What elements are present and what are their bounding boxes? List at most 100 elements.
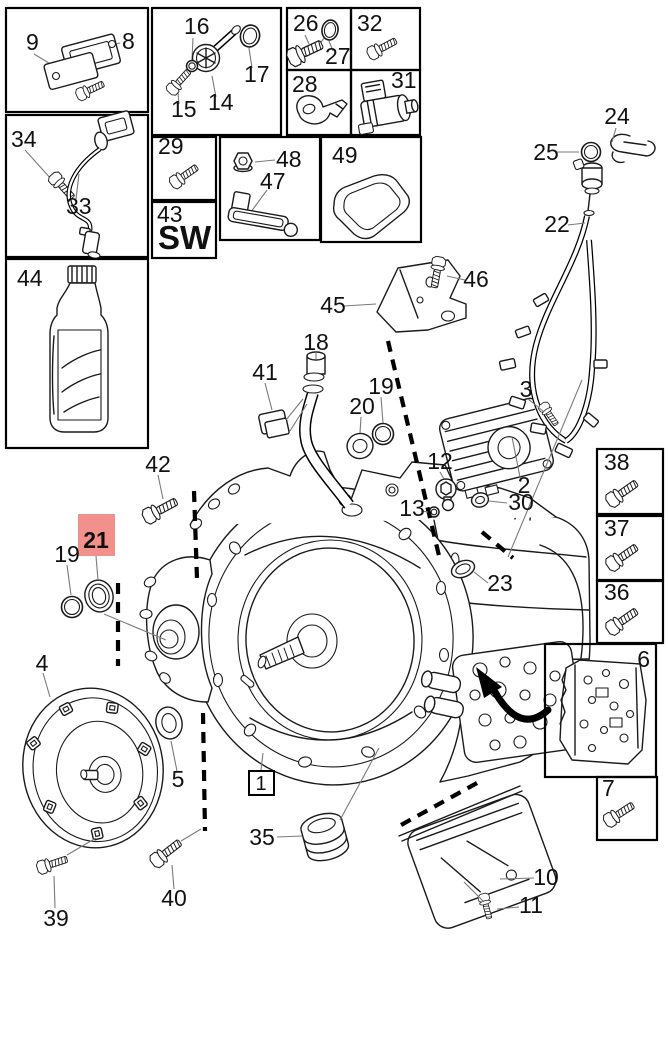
clip-icon-24 [610,133,656,164]
callout-10[interactable]: 10 [533,864,559,890]
plug-bolt-icon-26 [284,35,327,69]
callout-13[interactable]: 13 [399,495,425,521]
o-ring-icon-19a [371,422,395,446]
speed-sensor-icon-33 [66,110,135,259]
axle-seal-port [152,604,200,660]
callout-1-box[interactable]: 1 [248,770,275,796]
callout-32[interactable]: 32 [357,10,383,36]
transmission-main-diagram [22,133,656,929]
callout-17[interactable]: 17 [244,61,270,87]
plug-icon-14 [191,25,241,73]
callout-46[interactable]: 46 [463,266,489,292]
bolt-icon-29 [167,160,202,191]
valve-body-icon-6 [559,659,647,765]
bolt-icon-37 [603,540,642,574]
callout-22[interactable]: 22 [544,211,570,237]
seal-icon-21 [84,579,114,613]
callout-30[interactable]: 30 [508,489,534,515]
seal-icon-27 [321,19,339,41]
bolt-icon-36 [603,604,642,638]
callout-38[interactable]: 38 [604,449,630,475]
callout-4[interactable]: 4 [36,650,49,676]
solenoid-icon-31 [357,79,419,135]
callout-44[interactable]: 44 [17,265,43,291]
valve-body-arrow [476,667,552,723]
callout-31[interactable]: 31 [391,67,417,93]
callout-19b[interactable]: 19 [54,541,80,567]
bracket-icon-8 [43,33,121,91]
callout-47[interactable]: 47 [260,168,286,194]
callout-35[interactable]: 35 [249,824,275,850]
callout-9[interactable]: 9 [26,29,39,55]
box-31 [349,68,422,137]
callout-2[interactable]: 2 [518,472,531,498]
callout-23[interactable]: 23 [487,570,513,596]
callout-26[interactable]: 26 [293,10,319,36]
callout-3[interactable]: 3 [520,376,533,402]
callout-19a[interactable]: 19 [368,373,394,399]
callout-37[interactable]: 37 [604,515,630,541]
callout-25[interactable]: 25 [533,139,559,165]
dashed-lines [115,340,515,832]
callout-41[interactable]: 41 [252,359,278,385]
callout-8[interactable]: 8 [122,28,135,54]
gasket-icon-49 [332,173,411,240]
callout-11[interactable]: 11 [519,892,543,918]
callout-12[interactable]: 12 [427,448,453,474]
o-ring-icon-16 [185,59,199,73]
callout-42[interactable]: 42 [145,451,171,477]
callout-15[interactable]: 15 [171,96,197,122]
callout-20[interactable]: 20 [349,393,375,419]
callout-45[interactable]: 45 [320,292,346,318]
converter-lugs [26,701,152,841]
box-38 [595,447,665,516]
box-29 [150,135,218,202]
callout-1[interactable]: 1 [255,773,266,795]
callout-5[interactable]: 5 [172,766,185,792]
seal-icon-5 [155,706,183,740]
callout-24[interactable]: 24 [604,103,630,129]
callout-29[interactable]: 29 [158,133,184,159]
callout-16[interactable]: 16 [184,13,210,39]
wiring-harness-icon [498,158,608,459]
bolt-icon-7 [600,798,638,830]
callout-6[interactable]: 6 [637,646,650,672]
seal-icon-17 [239,24,261,48]
callout-33[interactable]: 33 [66,193,92,219]
callout-49[interactable]: 49 [332,142,358,168]
callout-40[interactable]: 40 [161,885,187,911]
callout-18[interactable]: 18 [303,329,329,355]
callout-34[interactable]: 34 [11,126,37,152]
callout-48[interactable]: 48 [276,146,302,172]
box-16-15-14-17 [150,6,283,137]
nut-icon-48 [233,152,253,173]
callout-21[interactable]: 21 [83,527,109,553]
bracket-icon-28 [296,95,348,125]
highlight-21[interactable] [78,514,115,556]
seal-icon-30 [470,492,490,508]
seal-icon-23 [450,559,476,579]
callout-7[interactable]: 7 [602,775,615,801]
plug-icon-12 [435,478,457,512]
box-7 [595,775,659,842]
seal-icon-20 [346,432,374,460]
callout-27[interactable]: 27 [325,43,351,69]
boxed-parts [43,19,647,830]
oil-pan-icon [398,785,557,929]
bolt-icon-40 [147,835,186,871]
box-43-sw [150,200,218,260]
bolt-icon-38 [603,476,642,510]
callout-36[interactable]: 36 [604,579,630,605]
callout-14[interactable]: 14 [208,89,234,115]
callout-43[interactable]: 43 [157,201,183,227]
clip-icon-41 [258,398,308,439]
bracket-icon-47 [227,191,298,238]
callout-39[interactable]: 39 [43,905,69,931]
bracket-icon-45 [376,259,467,333]
torque-converter-icon [22,687,164,849]
bolt-icon-42 [139,493,181,527]
o-ring-icon-19b [60,595,84,619]
bolt-icon-32 [364,34,400,62]
callout-28[interactable]: 28 [292,71,318,97]
